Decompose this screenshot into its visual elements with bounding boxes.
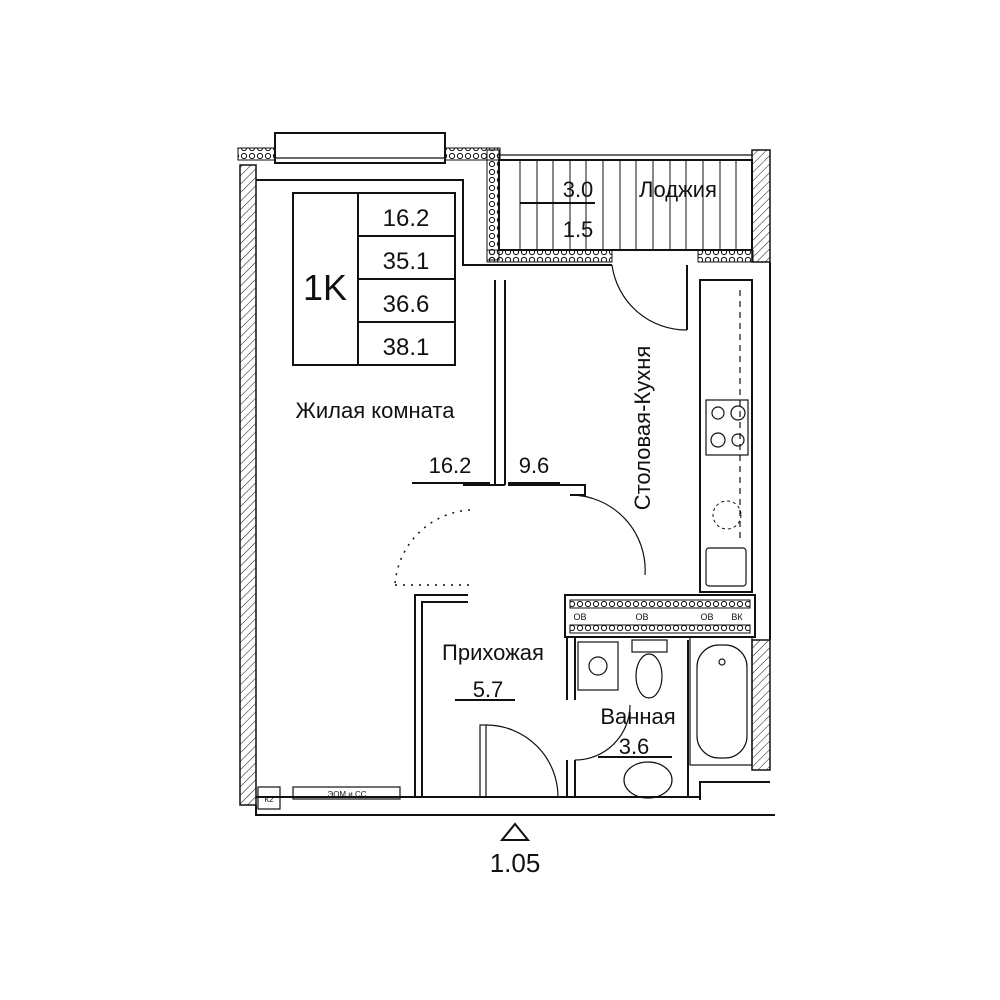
shaft-label-ov-2: ОВ (635, 612, 648, 622)
loggia-area-reduced: 1.5 (563, 217, 594, 242)
shaft-label-k2: К2 (264, 795, 274, 804)
kitchen-sink-icon (705, 547, 747, 587)
window (274, 132, 446, 164)
dishwasher-icon (712, 500, 742, 530)
loggia (498, 154, 753, 251)
interior-walls (256, 179, 756, 797)
shaft-label-vk: ВК (731, 612, 743, 622)
living-room-area: 16.2 (429, 453, 472, 478)
hallway-name: Прихожая (442, 640, 544, 665)
toilet-icon (631, 639, 668, 653)
sink-icon (623, 761, 673, 799)
bathroom-area: 3.6 (619, 734, 650, 759)
shaft-label-eom: ЭОМ и СС (327, 790, 366, 799)
kitchen-counter (699, 279, 753, 593)
kitchen-area: 9.6 (519, 453, 550, 478)
bathroom-name: Ванная (600, 704, 675, 729)
entrance-label: 1.05 (490, 848, 541, 878)
loggia-area-full: 3.0 (563, 177, 594, 202)
washer-icon (577, 641, 619, 691)
loggia-name: Лоджия (639, 177, 717, 202)
exterior-walls (237, 147, 775, 816)
doors (394, 264, 688, 798)
apartment-type: 1K (303, 267, 347, 308)
living-area-value: 16.2 (383, 205, 430, 232)
bathroom-fixtures (577, 636, 753, 799)
hallway-area: 5.7 (473, 677, 504, 702)
total-area-reduced-value: 36.6 (383, 291, 430, 318)
area-underlines (412, 202, 672, 758)
total-area-full-value: 38.1 (383, 334, 430, 361)
area-summary-table (292, 192, 456, 366)
living-room-name: Жилая комната (296, 398, 456, 423)
kitchen-name: Столовая-Кухня (630, 346, 655, 511)
shaft-label-ov-1: ОВ (573, 612, 586, 622)
entrance-arrow-icon (499, 822, 531, 841)
stove-icon (705, 399, 749, 456)
bathtub-icon (689, 636, 753, 766)
shaft-label-ov-3: ОВ (700, 612, 713, 622)
total-area-no-loggia-value: 35.1 (383, 248, 430, 275)
